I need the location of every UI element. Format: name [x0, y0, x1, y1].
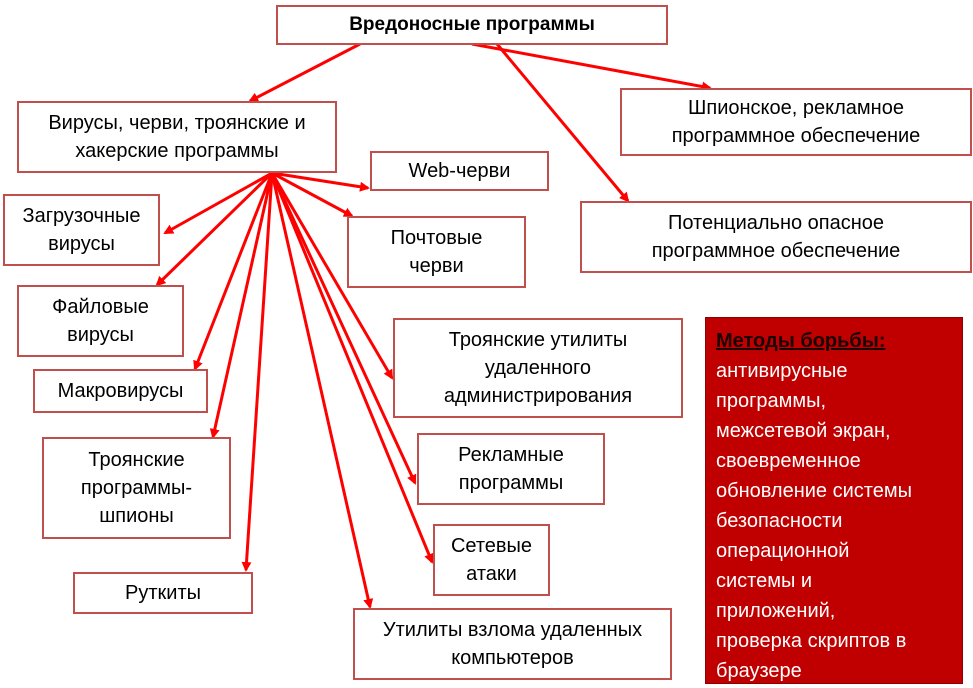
child-node-mail-worms: Почтовые черви [347, 216, 526, 288]
methods-title: Методы борьбы: [716, 330, 886, 352]
child-node-hacking-utils: Утилиты взлома удаленных компьютеров [353, 608, 672, 680]
child-node-label: Файловые вирусы [52, 296, 149, 346]
arrow-hub-mail-worms [271, 171, 354, 218]
arrow-hub-rootkits [241, 172, 274, 572]
child-node-label: Макровирусы [57, 380, 184, 402]
arrow-root-viruses [248, 42, 361, 103]
child-node-label: Загрузочные вирусы [22, 205, 141, 255]
arrow-root-potential [495, 43, 630, 203]
group-node-spyware: Шпионское, рекламное программное обеспеч… [620, 88, 972, 156]
arrow-hub-boot-viruses [163, 171, 273, 235]
child-node-label: Троянские утилиты удаленного администрир… [443, 329, 633, 407]
group-node-label: Шпионское, рекламное программное обеспеч… [671, 97, 921, 147]
child-node-label: Web-черви [408, 160, 511, 182]
arrow-hub-trojan-admin [270, 172, 394, 380]
arrow-hub-web-worms [271, 171, 370, 192]
group-node-viruses: Вирусы, черви, троянские и хакерские про… [17, 101, 337, 173]
child-node-label: Троянские программы- шпионы [80, 449, 193, 527]
child-node-file-viruses: Файловые вирусы [17, 285, 184, 357]
child-node-boot-viruses: Загрузочные вирусы [3, 194, 160, 266]
arrow-hub-adware [270, 172, 417, 485]
child-node-web-worms: Web-черви [370, 151, 549, 191]
child-node-trojan-admin: Троянские утилиты удаленного администрир… [393, 318, 683, 418]
root-node-label: Вредоносные программы [349, 14, 595, 35]
child-node-adware: Рекламные программы [417, 433, 605, 505]
child-node-label: Рекламные программы [458, 444, 564, 494]
methods-panel: Методы борьбы: антивирусные программы, м… [705, 317, 963, 684]
child-node-label: Сетевые атаки [450, 535, 533, 585]
group-node-potential: Потенциально опасное программное обеспеч… [580, 201, 972, 273]
child-node-label: Руткиты [125, 582, 201, 604]
arrow-hub-trojan-spy [209, 172, 274, 439]
group-node-label: Вирусы, черви, троянские и хакерские про… [48, 112, 306, 162]
methods-text: антивирусные программы, межсетевой экран… [716, 360, 912, 682]
child-node-net-attacks: Сетевые атаки [433, 524, 550, 596]
root-node-malware: Вредоносные программы [276, 5, 668, 45]
arrow-hub-net-attacks [270, 172, 434, 564]
arrow-hub-macro-viruses [193, 172, 274, 371]
group-node-label: Потенциально опасное программное обеспеч… [651, 212, 901, 262]
arrow-root-spyware [471, 42, 712, 92]
arrow-hub-hacking-utils [270, 172, 374, 609]
child-node-label: Утилиты взлома удаленных компьютеров [382, 619, 643, 669]
arrow-hub-file-viruses [155, 171, 274, 287]
child-node-macro-viruses: Макровирусы [33, 369, 208, 413]
child-node-trojan-spy: Троянские программы- шпионы [42, 437, 231, 539]
child-node-label: Почтовые черви [390, 227, 483, 277]
child-node-rootkits: Руткиты [73, 572, 253, 614]
